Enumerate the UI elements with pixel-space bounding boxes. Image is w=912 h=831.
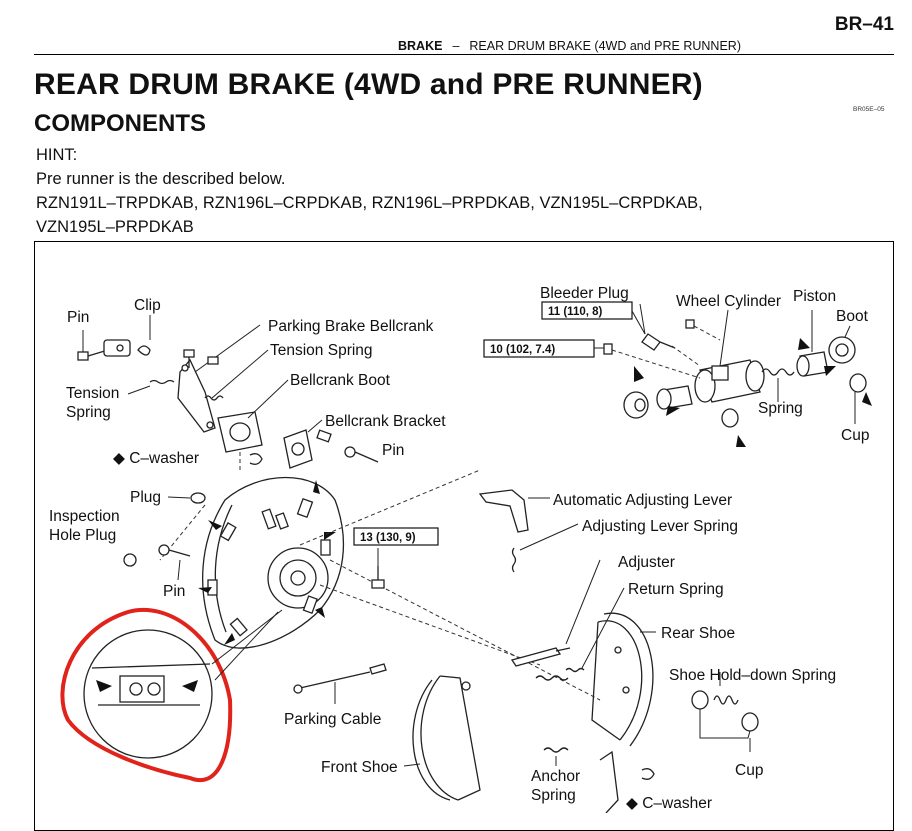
bolt-small-top xyxy=(183,349,219,368)
header-rule xyxy=(34,54,894,55)
label-boot: Boot xyxy=(836,308,869,325)
header-section: BRAKE xyxy=(398,39,443,53)
label-tension-spring-left-1: Tension xyxy=(66,385,119,402)
torque-box-cylinder: 10 (102, 7.4) xyxy=(483,339,604,358)
boot-left-part xyxy=(623,391,649,419)
hint-text: Pre runner is the described below. xyxy=(36,170,286,188)
adjusting-lever-spring-part xyxy=(511,523,579,573)
automatic-adjusting-lever-part xyxy=(478,489,550,533)
bleeder-plug-part xyxy=(639,303,676,351)
piston-right-part xyxy=(796,310,829,377)
torque-cylinder: 10 (102, 7.4) xyxy=(490,344,555,356)
label-inspection-hole-plug-1: Inspection xyxy=(49,508,120,525)
label-parking-cable: Parking Cable xyxy=(284,711,381,728)
model-codes-line-1: RZN191L–TRPDKAB, RZN196L–CRPDKAB, RZN196… xyxy=(36,194,703,212)
header-separator: – xyxy=(452,39,460,53)
plug-part xyxy=(167,492,206,504)
figure-code: BR05E–05 xyxy=(853,106,885,113)
model-codes-line-2: VZN195L–PRPDKAB xyxy=(36,218,194,236)
diagram-labels: Pin Clip Parking Brake Bellcrank Tension… xyxy=(49,285,869,812)
label-anchor-spring-2: Spring xyxy=(531,787,576,804)
label-anchor-spring-1: Anchor xyxy=(531,768,580,785)
front-shoe-part xyxy=(403,675,481,801)
spring-cylinder-part xyxy=(761,368,795,402)
rear-shoe-part xyxy=(591,612,656,747)
inspection-hole-plug-part xyxy=(123,553,137,567)
label-pin-top: Pin xyxy=(67,309,89,326)
hint-label: HINT: xyxy=(36,146,78,164)
torque-bleeder: 11 (110, 8) xyxy=(548,306,603,318)
backing-plate-arrows xyxy=(198,480,336,645)
label-cup-bottom: Cup xyxy=(735,762,763,779)
label-tension-spring-left-2: Spring xyxy=(66,404,111,421)
cup-left-part xyxy=(721,408,739,428)
shoe-hold-down-spring-part xyxy=(691,672,759,752)
hub-bolt-studs xyxy=(261,508,289,530)
label-parking-brake-bellcrank: Parking Brake Bellcrank xyxy=(268,318,434,335)
label-rear-shoe: Rear Shoe xyxy=(661,625,735,642)
label-bellcrank-boot: Bellcrank Boot xyxy=(290,372,391,389)
anchor-spring-part xyxy=(543,747,569,766)
label-inspection-hole-plug-2: Hole Plug xyxy=(49,527,116,544)
label-automatic-adjusting-lever: Automatic Adjusting Lever xyxy=(553,492,732,509)
torque-backing-plate: 13 (130, 9) xyxy=(360,532,416,544)
wheel-cylinder-part xyxy=(694,309,765,403)
label-clip: Clip xyxy=(134,297,161,314)
label-spring: Spring xyxy=(758,400,803,417)
torque-box-backing-plate: 13 (130, 9) xyxy=(353,527,439,546)
tension-spring-top-part xyxy=(204,349,269,401)
adjuster-part xyxy=(510,559,601,667)
page-title: REAR DRUM BRAKE (4WD and PRE RUNNER) xyxy=(34,68,703,101)
label-pin-right: Pin xyxy=(382,442,404,459)
bolt-13-part xyxy=(371,548,385,589)
parking-brake-lever-part xyxy=(599,750,619,813)
label-adjusting-lever-spring: Adjusting Lever Spring xyxy=(582,518,738,535)
cup-right-part xyxy=(849,373,867,424)
label-plug: Plug xyxy=(130,489,161,506)
torque-box-bleeder: 11 (110, 8) xyxy=(541,301,646,335)
page-number: BR–41 xyxy=(834,14,894,35)
backing-plate xyxy=(202,476,344,649)
bolt-small-cylinder xyxy=(685,319,695,329)
wheel-cylinder-arrows xyxy=(634,338,872,447)
c-washer-top-part xyxy=(249,453,263,465)
pin-bottom-part xyxy=(158,544,191,581)
label-c-washer-bottom: ◆ C–washer xyxy=(626,795,712,812)
label-bellcrank-bracket: Bellcrank Bracket xyxy=(325,413,446,430)
label-shoe-hold-down-spring: Shoe Hold–down Spring xyxy=(669,667,836,684)
bellcrank-boot-part xyxy=(217,379,289,453)
label-piston: Piston xyxy=(793,288,836,305)
tension-spring-left-part xyxy=(127,379,175,395)
bellcrank-bracket-part xyxy=(283,419,332,469)
label-return-spring: Return Spring xyxy=(628,581,724,598)
bellcrank-part xyxy=(177,324,261,433)
label-cup-top: Cup xyxy=(841,427,869,444)
piston-left-part xyxy=(656,385,693,410)
detail-view xyxy=(83,609,283,759)
bolt-10-part xyxy=(603,343,613,355)
label-wheel-cylinder: Wheel Cylinder xyxy=(676,293,781,310)
parking-cable-part xyxy=(293,663,387,704)
return-spring-part xyxy=(535,587,625,681)
label-pin-bottom: Pin xyxy=(163,583,185,600)
label-tension-spring-top: Tension Spring xyxy=(270,342,373,359)
highlight-circle xyxy=(60,608,233,782)
label-front-shoe: Front Shoe xyxy=(321,759,398,776)
exploded-parts-diagram: 11 (110, 8) 10 (102, 7.4) 13 (130, 9) Pi… xyxy=(49,285,872,813)
label-adjuster: Adjuster xyxy=(618,554,675,571)
pin-right-part xyxy=(344,446,379,463)
running-header: BRAKE–REAR DRUM BRAKE (4WD and PRE RUNNE… xyxy=(398,39,741,53)
label-c-washer-top: ◆ C–washer xyxy=(113,450,199,467)
header-topic: REAR DRUM BRAKE (4WD and PRE RUNNER) xyxy=(469,39,741,53)
boot-right-part xyxy=(828,325,856,364)
label-bleeder-plug: Bleeder Plug xyxy=(540,285,629,302)
c-washer-bottom-part xyxy=(641,768,655,780)
clip-part xyxy=(103,315,151,357)
section-title: COMPONENTS xyxy=(34,110,207,137)
